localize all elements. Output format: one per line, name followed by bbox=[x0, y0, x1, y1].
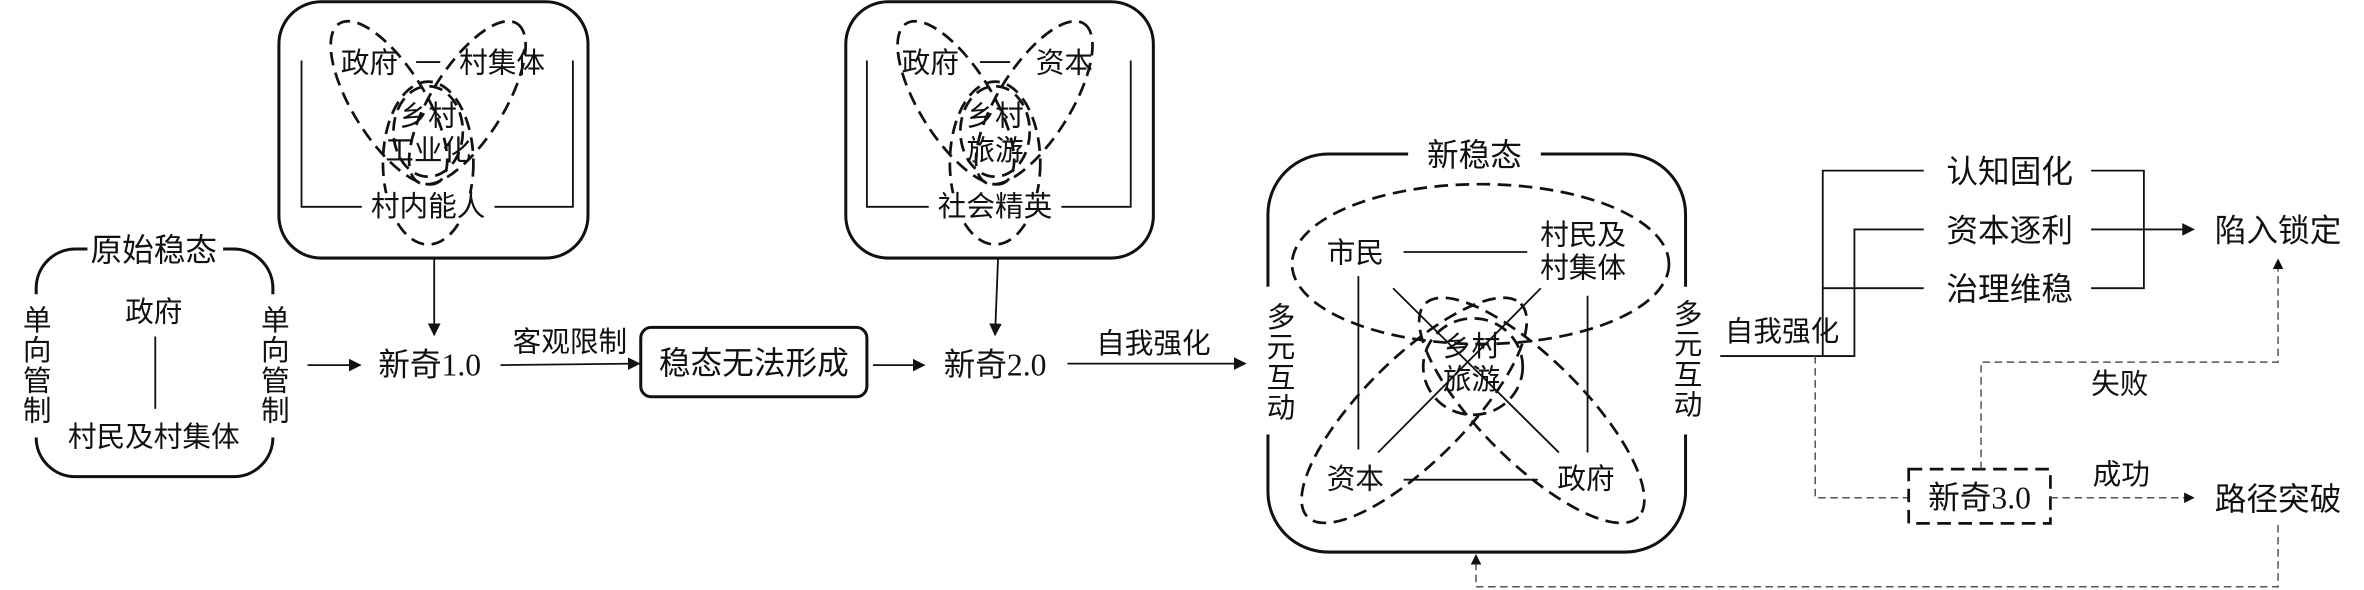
node-government: 政府 bbox=[1557, 464, 1614, 496]
objective-limit-label: 客观限制 bbox=[513, 326, 628, 358]
center-label-line2: 旅游 bbox=[1443, 364, 1500, 396]
new-stable-state-title: 新稳态 bbox=[1427, 138, 1522, 173]
novelty1-label: 新奇1.0 bbox=[378, 348, 481, 383]
original-state-box: 原始稳态 政府 村民及村集体 单向管制 单向管制 bbox=[19, 229, 289, 479]
center-label-line2: 工业化 bbox=[385, 135, 471, 167]
self-reinforce-branches: 自我强化 认知固化 资本逐利 治理维稳 陷入锁定 bbox=[1720, 155, 2342, 357]
node-citizens: 市民 bbox=[1327, 238, 1384, 270]
new-stable-state-box: 新稳态 多元互动 多元互动 市民 村民及 村集体 乡村 旅游 资本 政府 bbox=[1252, 135, 1702, 554]
factor-capital-profit-seeking: 资本逐利 bbox=[1946, 213, 2073, 248]
factor-governance-stability: 治理维稳 bbox=[1946, 272, 2073, 307]
node-villagers-collective: 村民及村集体 bbox=[68, 421, 240, 453]
lock-in-label: 陷入锁定 bbox=[2215, 213, 2342, 248]
node-villagers-line2: 村集体 bbox=[1540, 253, 1626, 285]
novelty2-box: 政府 资本 乡村 旅游 社会精英 bbox=[844, 0, 1155, 260]
node-government: 政府 bbox=[125, 296, 182, 328]
novelty1-box: 政府 村集体 乡村 工业化 村内能人 bbox=[277, 0, 590, 260]
node-village-collective: 村集体 bbox=[459, 48, 545, 80]
node-social-elite: 社会精英 bbox=[938, 191, 1053, 223]
path-breakthrough-label: 路径突破 bbox=[2215, 482, 2342, 517]
novelty3-box bbox=[1907, 467, 2052, 525]
center-label-line2: 旅游 bbox=[966, 135, 1023, 167]
success-label: 成功 bbox=[2093, 459, 2150, 491]
node-government: 政府 bbox=[902, 48, 959, 80]
right-label-multi-interaction: 多元互动 bbox=[1670, 299, 1702, 420]
node-village-talent: 村内能人 bbox=[371, 191, 486, 223]
node-villagers-line1: 村民及 bbox=[1540, 219, 1626, 251]
center-label-line1: 乡村 bbox=[1443, 331, 1500, 363]
left-label-one-way-control: 单向管制 bbox=[19, 305, 51, 426]
node-capital: 资本 bbox=[1036, 48, 1093, 80]
self-reinforce-label: 自我强化 bbox=[1096, 328, 1211, 360]
original-state-title: 原始稳态 bbox=[90, 233, 217, 268]
factor-cognitive-fixation: 认知固化 bbox=[1946, 155, 2073, 190]
left-label-multi-interaction: 多元互动 bbox=[1262, 302, 1294, 423]
novelty2-label: 新奇2.0 bbox=[944, 348, 1047, 383]
novelty3-branch: 新奇3.0 成功 路径突破 失败 bbox=[1470, 258, 2342, 588]
no-stable-state-label: 稳态无法形成 bbox=[659, 346, 849, 381]
self-reinforce-label-2: 自我强化 bbox=[1725, 316, 1840, 348]
center-label-line1: 乡村 bbox=[400, 100, 457, 132]
right-label-one-way-control: 单向管制 bbox=[257, 305, 289, 426]
node-government: 政府 bbox=[341, 48, 398, 80]
center-label-line1: 乡村 bbox=[966, 100, 1023, 132]
no-stable-state-box bbox=[639, 325, 869, 399]
novelty3-label: 新奇3.0 bbox=[1928, 480, 2031, 515]
node-capital: 资本 bbox=[1327, 464, 1384, 496]
arrow-objective-limit bbox=[500, 357, 641, 371]
failure-label: 失败 bbox=[2091, 369, 2148, 401]
arrow-down-novelty2 bbox=[989, 258, 1002, 337]
